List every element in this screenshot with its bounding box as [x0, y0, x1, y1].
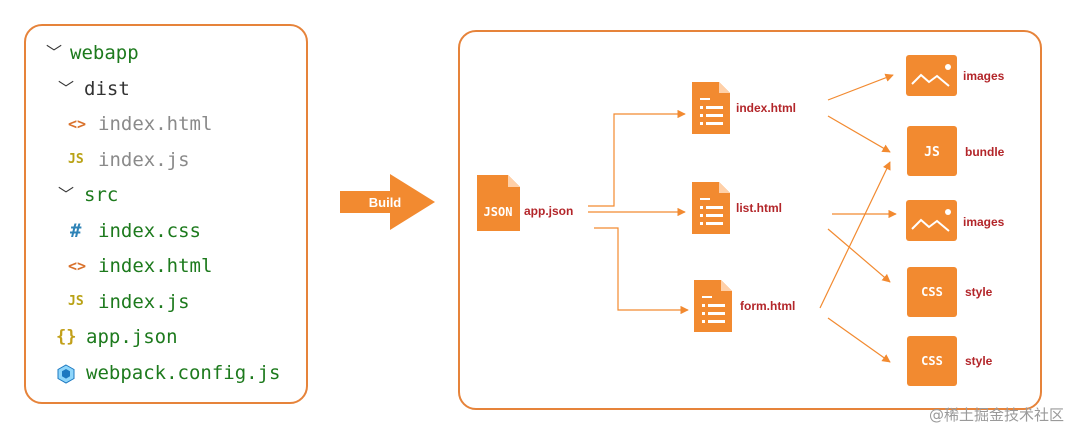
chevron-down-icon[interactable]: ﹀ — [58, 185, 75, 204]
json-icon-text: JSON — [484, 205, 513, 219]
image-icon — [906, 55, 957, 96]
tree-item-label: index.css — [98, 220, 201, 242]
connector-index-to-images — [827, 73, 894, 101]
chevron-down-icon[interactable]: ﹀ — [46, 43, 63, 62]
file-tree-panel: ﹀ webapp ﹀ dist <> index.html JS index.j… — [24, 24, 308, 404]
source-label: app.json — [524, 204, 573, 218]
tree-item-label: src — [84, 184, 119, 206]
build-arrow-label: Build — [369, 195, 402, 210]
html-file-icon — [692, 182, 730, 234]
output-label-images: images — [963, 69, 1005, 83]
css-icon-text: CSS — [921, 354, 943, 368]
html-file-icon — [694, 280, 732, 332]
connector-index-to-bundle — [827, 115, 891, 153]
tree-item-label: dist — [84, 78, 130, 100]
tree-item-label: index.html — [98, 255, 213, 277]
page-label-list: list.html — [736, 201, 782, 215]
watermark: @稀土掘金技术社区 — [928, 406, 1064, 424]
connector-app-to-form — [594, 227, 689, 315]
braces-icon: {} — [56, 327, 77, 347]
output-label-images-2: images — [963, 215, 1005, 229]
connector-form-to-style — [827, 317, 891, 363]
tree-item-label: index.html — [98, 113, 213, 135]
html-file-icon — [692, 82, 730, 134]
connector-app-to-index — [588, 109, 686, 207]
hash-icon: # — [70, 220, 82, 242]
code-icon: <> — [68, 257, 87, 275]
build-arrow: Build — [340, 174, 435, 230]
js-icon-text: JS — [924, 145, 940, 160]
css-icon: CSS — [907, 336, 957, 386]
tree-item-label: index.js — [98, 291, 190, 313]
json-file-icon: JSON — [477, 175, 520, 231]
output-label-style-2: style — [965, 354, 993, 368]
page-label-index: index.html — [736, 101, 796, 115]
js-file-icon: JS — [68, 294, 84, 309]
tree-item-label: index.js — [98, 149, 190, 171]
output-connectors — [819, 73, 897, 363]
image-icon — [906, 200, 957, 241]
build-arrow-shape — [340, 174, 435, 230]
connector-form-to-bundle — [819, 161, 891, 309]
connector-list-to-style — [827, 228, 891, 283]
webpack-cube-icon — [56, 364, 76, 392]
code-icon: <> — [68, 115, 87, 133]
output-label-style: style — [965, 285, 993, 299]
tree-item-label: app.json — [86, 326, 178, 348]
tree-item-label: webpack.config.js — [86, 362, 281, 384]
css-icon-text: CSS — [921, 285, 943, 299]
page-label-form: form.html — [740, 299, 795, 313]
chevron-down-icon[interactable]: ﹀ — [58, 79, 75, 98]
source-connectors — [588, 109, 689, 315]
css-icon: CSS — [907, 267, 957, 317]
output-label-bundle: bundle — [965, 145, 1005, 159]
build-diagram: JSON app.json index.html list.html — [477, 55, 1005, 386]
build-output-panel: JSON app.json index.html list.html — [458, 30, 1042, 410]
js-file-icon: JS — [68, 152, 84, 167]
js-bundle-icon: JS — [907, 126, 957, 176]
tree-item-label: webapp — [70, 42, 139, 64]
